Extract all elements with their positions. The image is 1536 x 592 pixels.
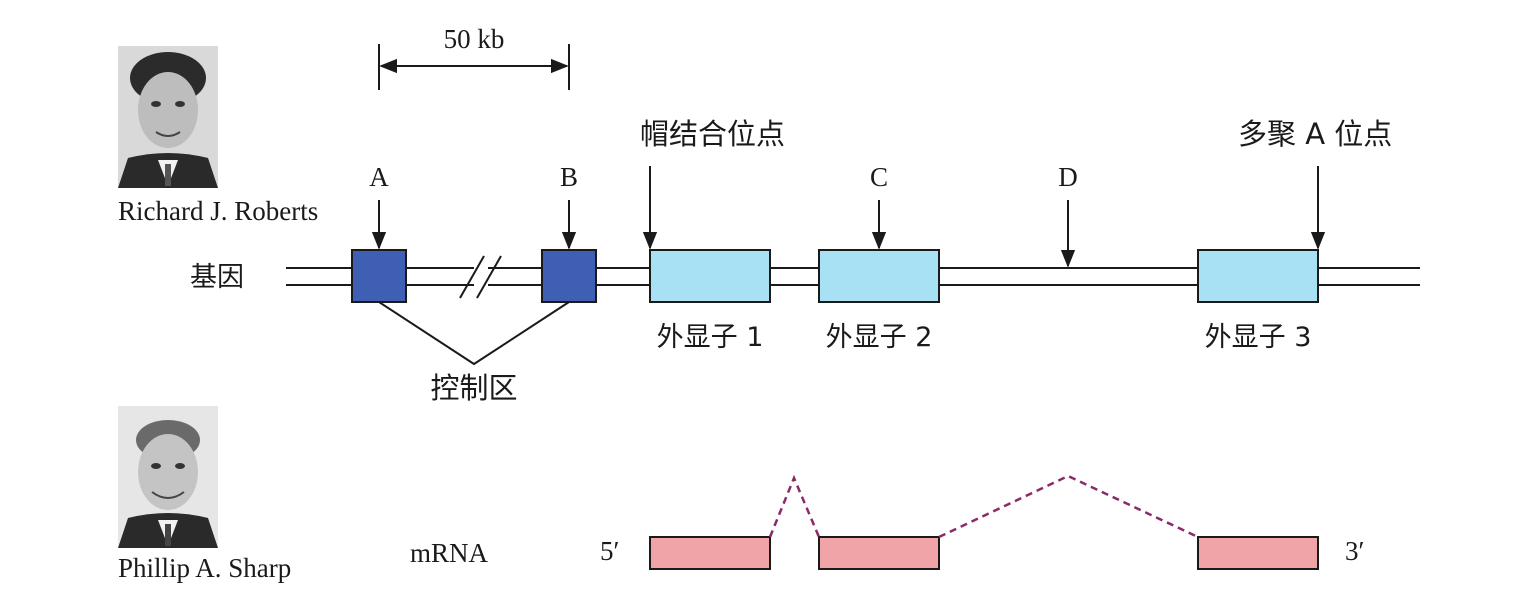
five-prime-label: 5′ xyxy=(600,536,619,566)
portrait-sharp xyxy=(118,406,218,548)
control-box-b xyxy=(541,249,597,303)
site-label-polya: 多聚 A 位点 xyxy=(1238,117,1392,151)
site-label-b: B xyxy=(560,162,578,192)
mrna-exon-1 xyxy=(649,536,771,570)
mrna-label: mRNA xyxy=(410,538,489,568)
gene-label: 基因 xyxy=(190,262,244,293)
three-prime-label: 3′ xyxy=(1345,536,1364,566)
exon-1-box xyxy=(649,249,771,303)
exon-label-1: 外显子 1 xyxy=(657,322,764,353)
site-label-d: D xyxy=(1058,162,1078,192)
mrna-exon-2 xyxy=(818,536,940,570)
control-box-a xyxy=(351,249,407,303)
scale-label: 50 kb xyxy=(444,24,505,54)
control-region-label: 控制区 xyxy=(430,371,517,405)
portrait-roberts xyxy=(118,46,218,188)
site-label-a: A xyxy=(369,162,389,192)
splice-line-2 xyxy=(938,474,1199,539)
control-region-bracket xyxy=(378,301,570,366)
roberts-name: Richard J. Roberts xyxy=(118,196,318,226)
mrna-exon-3 xyxy=(1197,536,1319,570)
exon-label-3: 外显子 3 xyxy=(1205,322,1312,353)
site-label-c: C xyxy=(870,162,888,192)
site-label-cap: 帽结合位点 xyxy=(640,117,785,151)
exon-3-box xyxy=(1197,249,1319,303)
sharp-name: Phillip A. Sharp xyxy=(118,553,291,583)
exon-label-2: 外显子 2 xyxy=(826,322,933,353)
exon-2-box xyxy=(818,249,940,303)
splice-line-1 xyxy=(768,474,821,538)
scale-bar xyxy=(378,44,570,90)
